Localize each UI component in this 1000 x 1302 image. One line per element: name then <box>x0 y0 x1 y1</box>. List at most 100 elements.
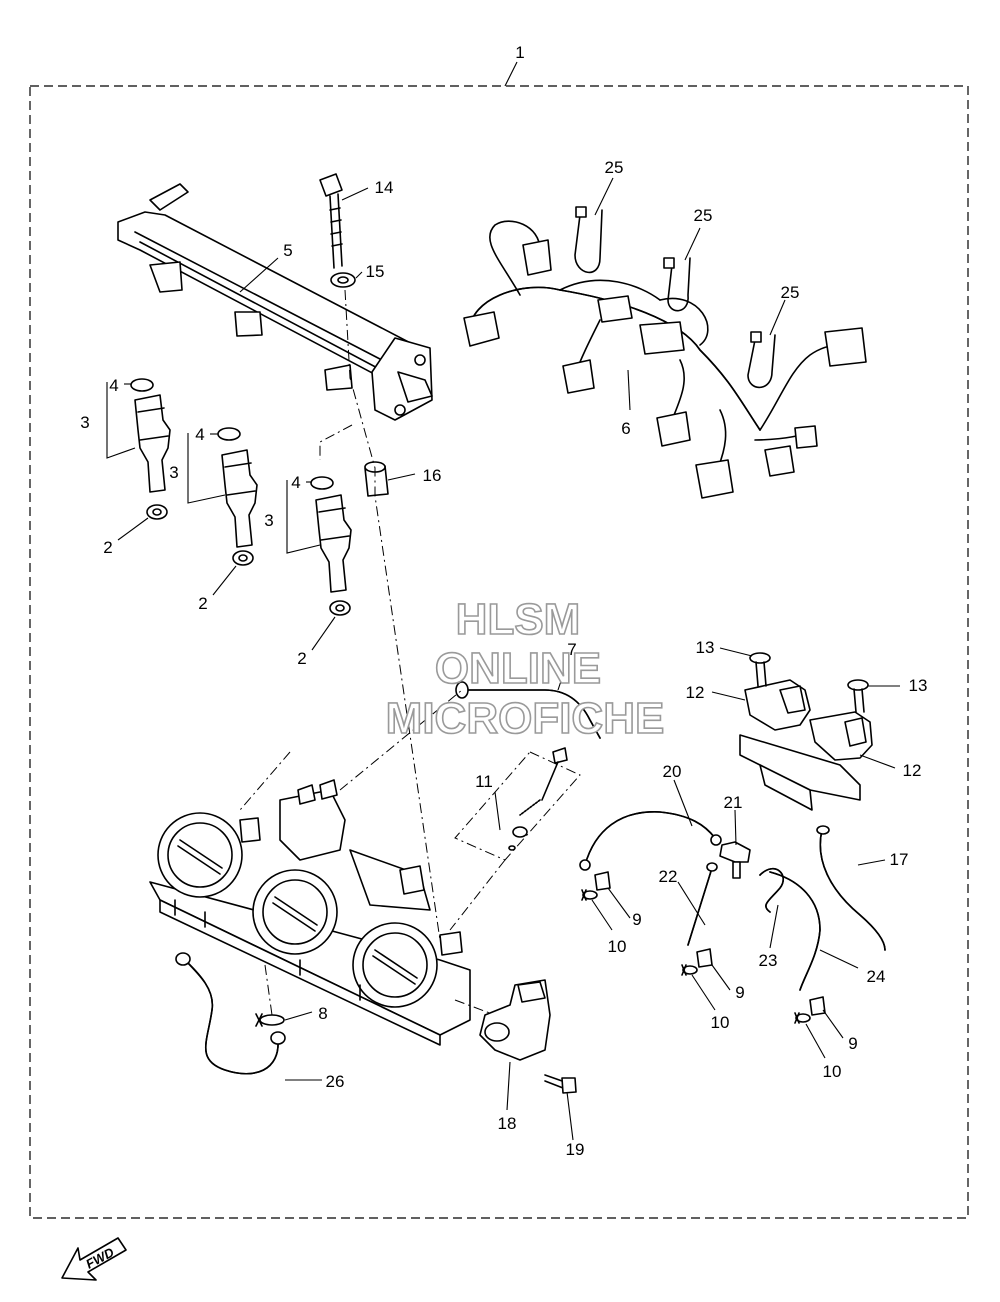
callout-10c: 10 <box>823 1062 842 1081</box>
clip-8[interactable] <box>255 1013 285 1027</box>
washer-15[interactable] <box>330 272 356 288</box>
fuel-rail[interactable] <box>117 183 433 421</box>
callout-3a: 3 <box>80 413 89 432</box>
bracket-12a[interactable] <box>744 679 811 731</box>
hose-26[interactable] <box>175 952 286 1075</box>
callout-8: 8 <box>318 1004 327 1023</box>
bolt-13a[interactable] <box>749 652 771 687</box>
assembly-axis-bolt <box>344 289 441 941</box>
bracket-3a <box>106 382 136 459</box>
assembly-axis-sensor <box>454 999 496 1016</box>
assembly-axis-injector <box>319 424 353 460</box>
callout-1: 1 <box>515 43 524 62</box>
callout-13a: 13 <box>696 638 715 657</box>
screw-set-11[interactable] <box>508 747 568 851</box>
cap-9c[interactable] <box>809 996 826 1016</box>
bolt-14[interactable] <box>319 173 343 269</box>
clip-10a[interactable] <box>581 889 598 901</box>
callout-12b: 12 <box>903 761 922 780</box>
cap-9a[interactable] <box>594 871 611 891</box>
callout-2a: 2 <box>103 538 112 557</box>
bracket-3c <box>286 480 321 554</box>
o-ring-4c[interactable] <box>310 476 334 490</box>
seal-2b[interactable] <box>232 550 254 566</box>
callout-14: 14 <box>375 178 394 197</box>
callout-26: 26 <box>326 1072 345 1091</box>
callout-24: 24 <box>867 967 886 986</box>
callout-15: 15 <box>366 262 385 281</box>
callout-4a: 4 <box>109 376 118 395</box>
clamp-25c[interactable] <box>747 331 776 389</box>
screw-19[interactable] <box>544 1074 577 1094</box>
callout-9b: 9 <box>735 983 744 1002</box>
clip-10b[interactable] <box>681 964 698 976</box>
throttle-body[interactable] <box>149 779 471 1046</box>
assembly-lines-throttle <box>239 751 291 811</box>
assembly-frame <box>29 85 969 1219</box>
callout-3c: 3 <box>264 511 273 530</box>
callout-6: 6 <box>621 419 630 438</box>
assembly-axis-hose <box>339 689 463 791</box>
callout-19: 19 <box>566 1140 585 1159</box>
joint-21[interactable] <box>719 841 751 879</box>
hose-23[interactable] <box>759 868 784 913</box>
callout-17: 17 <box>890 850 909 869</box>
o-ring-4a[interactable] <box>130 378 154 392</box>
assembly-axis-clip-8 <box>264 964 273 1016</box>
hose-24[interactable] <box>769 871 821 991</box>
callout-25a: 25 <box>605 158 624 177</box>
callout-20: 20 <box>663 762 682 781</box>
seal-2c[interactable] <box>329 600 351 616</box>
callout-11: 11 <box>475 772 493 791</box>
callout-2c: 2 <box>297 649 306 668</box>
fwd-arrow-icon: FWD <box>61 1237 127 1281</box>
clamp-25a[interactable] <box>574 206 603 274</box>
callout-18: 18 <box>498 1114 517 1133</box>
callout-5: 5 <box>283 241 292 260</box>
bracket-3b <box>187 433 226 504</box>
hose-7[interactable] <box>455 681 601 739</box>
callout-4c: 4 <box>291 473 300 492</box>
callout-25c: 25 <box>781 283 800 302</box>
callout-21: 21 <box>724 793 743 812</box>
hose-22[interactable] <box>687 862 718 946</box>
cap-9b[interactable] <box>696 948 713 968</box>
hose-17[interactable] <box>816 825 886 951</box>
clip-10c[interactable] <box>794 1012 811 1024</box>
clamp-25b[interactable] <box>663 257 691 312</box>
callout-12a: 12 <box>686 683 705 702</box>
hose-20[interactable] <box>579 811 722 871</box>
sensor-bracket[interactable] <box>739 734 861 811</box>
callout-9a: 9 <box>632 910 641 929</box>
throttle-position-sensor[interactable] <box>479 979 551 1061</box>
watermark: HLSM ONLINE MICROFICHE <box>385 594 665 744</box>
callout-13b: 13 <box>909 676 928 695</box>
callout-7: 7 <box>567 640 576 659</box>
wire-harness[interactable] <box>463 220 867 499</box>
injector-1[interactable] <box>134 394 171 493</box>
callout-23: 23 <box>759 951 778 970</box>
collar-16[interactable] <box>364 461 389 497</box>
callout-16: 16 <box>423 466 442 485</box>
assembly-axis-screw <box>449 859 506 931</box>
bolt-13b[interactable] <box>847 679 869 713</box>
callout-10b: 10 <box>711 1013 730 1032</box>
watermark-line-3: MICROFICHE <box>386 694 665 743</box>
injector-2[interactable] <box>221 449 258 548</box>
watermark-line-1: HLSM <box>456 595 581 644</box>
screw-set-box <box>454 751 581 861</box>
callout-25b: 25 <box>694 206 713 225</box>
callout-9c: 9 <box>848 1034 857 1053</box>
seal-2a[interactable] <box>146 504 168 520</box>
watermark-line-2: ONLINE <box>435 644 601 693</box>
callout-22: 22 <box>659 867 678 886</box>
callout-4b: 4 <box>195 425 204 444</box>
callout-10a: 10 <box>608 937 627 956</box>
leader-lines <box>117 177 900 1141</box>
injector-3[interactable] <box>315 494 352 593</box>
callout-2b: 2 <box>198 594 207 613</box>
bracket-12b[interactable] <box>809 711 873 761</box>
leader-1 <box>504 61 518 87</box>
o-ring-4b[interactable] <box>217 427 241 441</box>
